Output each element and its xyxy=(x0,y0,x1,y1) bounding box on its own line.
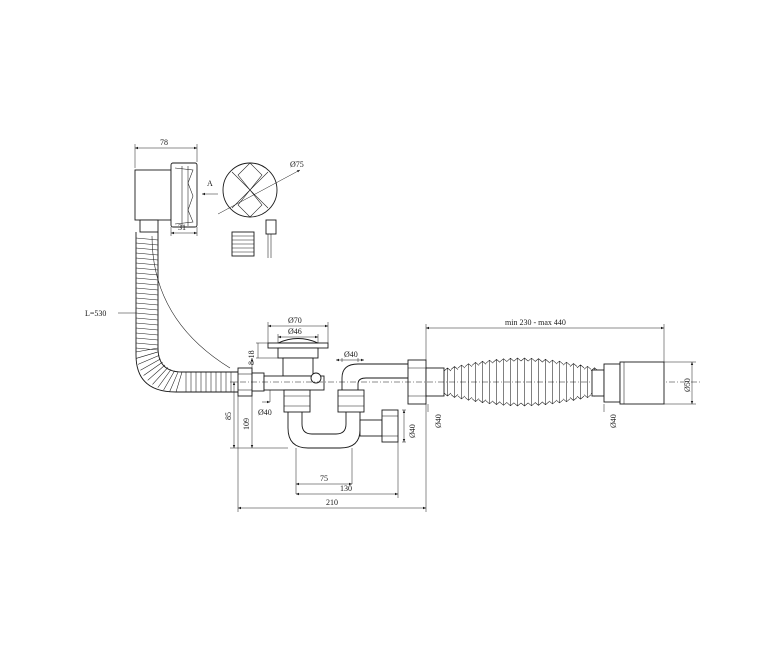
label-a: A xyxy=(207,179,213,188)
dimension-hose-length: L=530 xyxy=(85,309,136,318)
dimension-hose-range: min 230 - max 440 xyxy=(425,318,665,362)
dimension-dia-75: Ø75 xyxy=(217,160,304,215)
label-8-18: 8-18 xyxy=(247,350,256,365)
dimension-dia-46: Ø46 xyxy=(277,327,319,343)
label-dia-40-mid: Ø40 xyxy=(434,414,443,428)
overflow-head-side-view xyxy=(134,162,198,233)
dimension-dia-40-mid: Ø40 xyxy=(427,404,443,428)
dimension-75: 75 xyxy=(295,448,353,494)
label-130: 130 xyxy=(340,484,352,493)
view-arrow-a: A xyxy=(202,179,218,196)
dimension-dia-40-right: Ø40 xyxy=(603,404,618,428)
dimension-78: 78 xyxy=(134,138,198,168)
label-dia-50: Ø50 xyxy=(683,378,692,392)
dimension-8-18: 8-18 xyxy=(247,342,278,365)
label-dia-40-right: Ø40 xyxy=(609,414,618,428)
dimension-31: 31 xyxy=(170,223,198,236)
label-hose-range: min 230 - max 440 xyxy=(505,318,566,327)
label-210: 210 xyxy=(326,498,338,507)
label-75: 75 xyxy=(320,474,328,483)
dimension-130: 130 xyxy=(296,442,399,498)
dimension-dia-50: Ø50 xyxy=(664,361,696,405)
dimension-210: 210 xyxy=(237,396,427,512)
dimension-dia-40-left: Ø40 xyxy=(258,390,272,417)
label-dia-70: Ø70 xyxy=(288,316,302,325)
overflow-corrugated-hose xyxy=(135,232,238,393)
label-dia-40-top: Ø40 xyxy=(344,350,358,359)
label-dia-75: Ø75 xyxy=(290,160,304,169)
dimension-dia-40-top: Ø40 xyxy=(336,350,364,362)
label-78: 78 xyxy=(160,138,168,147)
dimension-85: 85 xyxy=(224,381,288,449)
dimension-dia-40-outlet: Ø40 xyxy=(402,409,417,443)
flexible-outlet-hose xyxy=(443,357,665,407)
label-85: 85 xyxy=(224,412,233,420)
label-dia-40-outlet: Ø40 xyxy=(408,424,417,438)
dimension-109: 109 xyxy=(242,358,254,448)
overflow-head-front-view xyxy=(222,162,278,258)
label-hose-length: L=530 xyxy=(85,309,106,318)
label-109: 109 xyxy=(242,418,251,430)
label-dia-46: Ø46 xyxy=(288,327,302,336)
label-31: 31 xyxy=(178,223,186,232)
dimension-dia-70: Ø70 xyxy=(267,316,329,343)
label-dia-40-left: Ø40 xyxy=(258,408,272,417)
